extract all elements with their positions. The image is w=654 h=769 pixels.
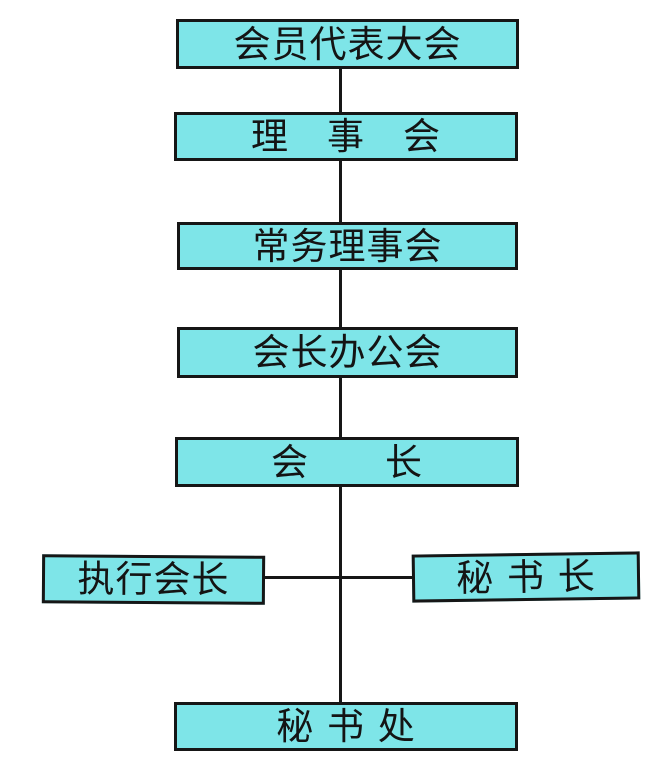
node-executive-president: 执行会长 [41,554,266,605]
node-executive-president-label: 执行会长 [77,557,230,602]
connector-office-president [339,376,342,439]
connector-president-secretariat [339,485,342,704]
node-secretariat: 秘 书 处 [174,702,518,751]
node-presidents-office: 会长办公会 [177,327,518,378]
node-standing-council: 常务理事会 [177,222,518,270]
node-secretary-general: 秘 书 长 [411,551,641,603]
node-council-label: 理 事 会 [251,115,441,158]
node-member-assembly-label: 会员代表大会 [233,22,462,66]
connector-assembly-council [339,66,342,114]
node-member-assembly: 会员代表大会 [176,19,519,69]
node-council: 理 事 会 [174,112,518,161]
node-president-label: 会 长 [271,440,423,484]
connector-executive-secretary-cross [263,576,414,579]
node-secretary-general-label: 秘 书 长 [455,554,597,600]
connector-standing-office [339,268,342,329]
node-president: 会 长 [175,437,519,487]
connector-council-standing [339,159,342,224]
node-presidents-office-label: 会长办公会 [252,331,443,374]
node-standing-council-label: 常务理事会 [252,224,443,268]
node-secretariat-label: 秘 书 处 [276,705,416,748]
